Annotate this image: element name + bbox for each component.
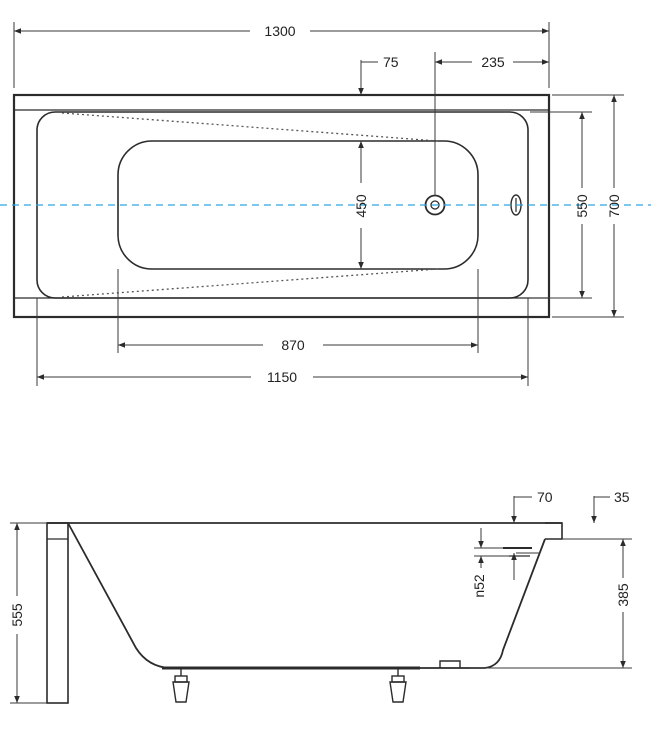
leg-left [172, 668, 190, 703]
rim-right-block [545, 522, 563, 540]
top-view: 1300 75 235 450 550 700 870 [0, 22, 651, 386]
slope-line-top [61, 112, 439, 142]
dim-label-70: 70 [537, 489, 553, 505]
dim-label-385: 385 [615, 583, 631, 607]
dim-label-35: 35 [614, 489, 630, 505]
leg-right [389, 668, 407, 703]
inner-bottom-outline [117, 140, 479, 270]
dim-label-555: 555 [9, 603, 25, 627]
dim-label-75: 75 [383, 54, 399, 70]
dim-label-550: 550 [574, 194, 590, 218]
dim-label-1300: 1300 [264, 23, 295, 39]
dim-label-870: 870 [281, 337, 305, 353]
bathtub-outer-rim [12, 93, 551, 319]
side-view: 70 35 555 n52 385 [9, 489, 632, 704]
dim-label-1150: 1150 [267, 369, 297, 385]
dim-label-n52: n52 [471, 574, 487, 598]
dim-label-450: 450 [353, 194, 369, 218]
end-panel [46, 522, 69, 704]
dim-label-700: 700 [606, 194, 622, 218]
drain-bump [439, 660, 461, 668]
dim-label-235: 235 [481, 54, 505, 70]
